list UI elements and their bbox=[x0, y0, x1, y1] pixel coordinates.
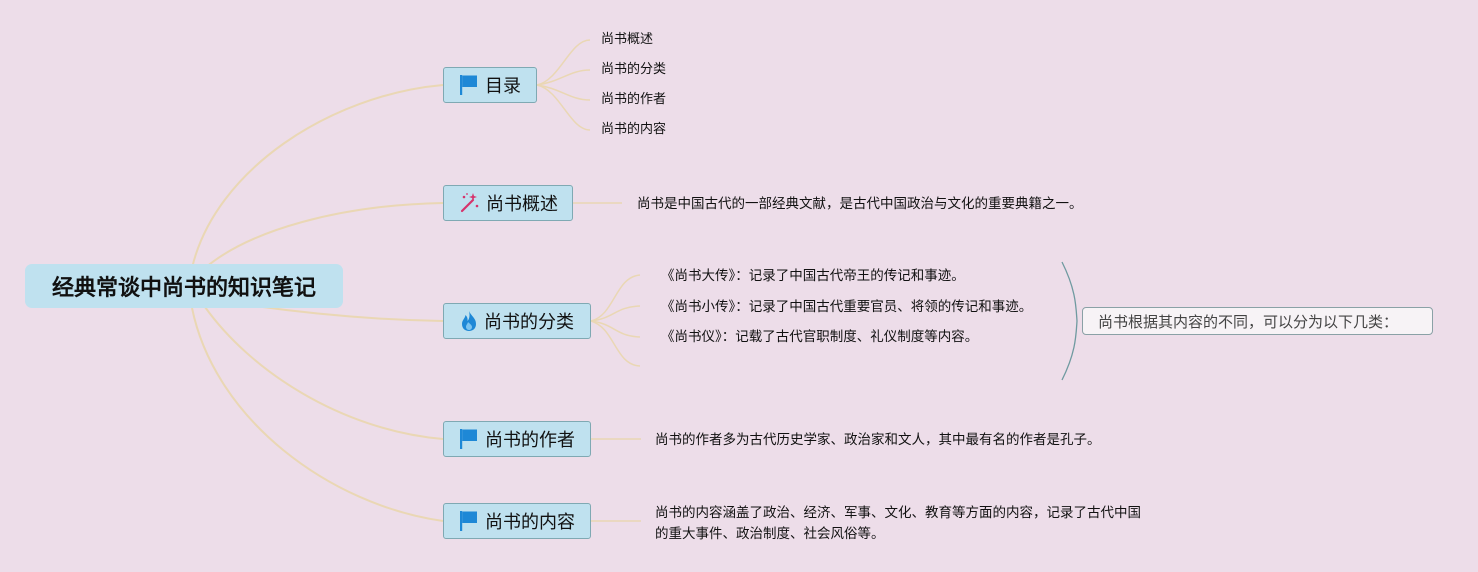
connector-root-classification bbox=[254, 305, 444, 322]
toc-item[interactable]: 尚书的分类 bbox=[601, 62, 667, 77]
flag-icon bbox=[460, 429, 477, 449]
connector-class-empty bbox=[590, 320, 641, 367]
branch-author-label: 尚书的作者 bbox=[485, 430, 575, 451]
connector-toc-item-4 bbox=[536, 84, 591, 131]
classification-item[interactable]: 《尚书大传》：记录了中国古代帝王的传记和事迹。 bbox=[661, 268, 965, 284]
flag-icon bbox=[460, 511, 477, 531]
connector-class-item-1 bbox=[590, 274, 641, 322]
connector-class-item-2 bbox=[590, 305, 641, 322]
connector-root-content bbox=[191, 307, 444, 522]
author-text[interactable]: 尚书的作者多为古代历史学家、政治家和文人，其中最有名的作者是孔子。 bbox=[655, 432, 1101, 448]
connector-toc-item-1 bbox=[536, 39, 591, 86]
branch-author[interactable]: 尚书的作者 bbox=[443, 421, 591, 457]
classification-item[interactable]: 《尚书仪》：记载了古代官职制度、礼仪制度等内容。 bbox=[661, 329, 979, 345]
magic-wand-icon bbox=[460, 193, 479, 213]
flag-icon bbox=[460, 75, 477, 95]
root-title: 经典常谈中尚书的知识笔记 bbox=[51, 276, 316, 301]
branch-overview-label: 尚书概述 bbox=[486, 194, 558, 215]
branch-overview[interactable]: 尚书概述 bbox=[443, 185, 573, 221]
toc-item[interactable]: 尚书概述 bbox=[601, 32, 654, 47]
branch-content-label: 尚书的内容 bbox=[485, 512, 575, 533]
connector-root-toc bbox=[191, 84, 444, 269]
flame-icon bbox=[462, 311, 476, 331]
connector-class-item-3 bbox=[590, 320, 641, 338]
branch-content[interactable]: 尚书的内容 bbox=[443, 503, 591, 539]
branch-classification[interactable]: 尚书的分类 bbox=[443, 303, 591, 339]
overview-text[interactable]: 尚书是中国古代的一部经典文献，是古代中国政治与文化的重要典籍之一。 bbox=[637, 196, 1083, 212]
branch-classification-label: 尚书的分类 bbox=[484, 312, 574, 333]
content-text[interactable]: 尚书的内容涵盖了政治、经济、军事、文化、教育等方面的内容，记录了古代中国的重大事… bbox=[655, 505, 1141, 542]
summary-brace bbox=[1061, 261, 1078, 381]
toc-item[interactable]: 尚书的内容 bbox=[601, 122, 667, 137]
connector-root-overview bbox=[204, 202, 444, 269]
toc-item[interactable]: 尚书的作者 bbox=[601, 92, 667, 107]
classification-summary-text: 尚书根据其内容的不同，可以分为以下几类： bbox=[1098, 312, 1399, 331]
classification-item[interactable]: 《尚书小传》：记录了中国古代重要官员、将领的传记和事迹。 bbox=[661, 299, 1033, 315]
classification-summary[interactable]: 尚书根据其内容的不同，可以分为以下几类： bbox=[1082, 307, 1433, 335]
root-node[interactable]: 经典常谈中尚书的知识笔记 bbox=[25, 264, 343, 308]
connector-root-author bbox=[204, 306, 444, 440]
connector-toc-item-2 bbox=[536, 69, 591, 86]
branch-toc[interactable]: 目录 bbox=[443, 67, 537, 103]
connector-toc-item-3 bbox=[536, 84, 591, 101]
branch-toc-label: 目录 bbox=[485, 76, 521, 97]
